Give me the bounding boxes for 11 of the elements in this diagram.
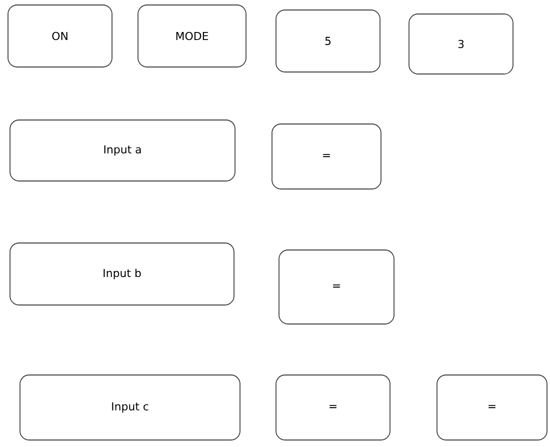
- key-box: =: [276, 374, 390, 440]
- key-box: =: [278, 250, 394, 324]
- key-box: 3: [408, 14, 514, 74]
- key-box: Input c: [20, 374, 240, 440]
- key-box: Input b: [10, 242, 234, 306]
- key-box: 5: [276, 10, 380, 72]
- key-box: Input a: [10, 120, 236, 182]
- key-box: =: [436, 374, 548, 440]
- key-box: ON: [8, 4, 112, 68]
- key-box: =: [272, 124, 382, 190]
- key-box: MODE: [138, 4, 246, 68]
